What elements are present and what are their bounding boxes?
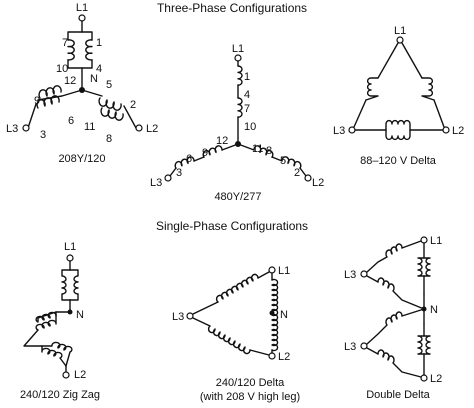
label-l2: L2 (278, 351, 290, 363)
terminal-l2[interactable] (420, 374, 428, 382)
terminal-l3-lower[interactable] (360, 342, 368, 350)
terminal-l3[interactable] (22, 124, 30, 132)
label-10: 10 (56, 63, 68, 75)
terminal-l3[interactable] (348, 126, 356, 134)
label-l3: L3 (6, 123, 18, 135)
label-l3: L3 (150, 177, 162, 189)
label-12: 12 (216, 135, 228, 147)
label-7: 7 (62, 37, 68, 49)
label-2: 2 (294, 167, 300, 179)
label-6: 6 (68, 115, 74, 127)
label-2: 2 (130, 99, 136, 111)
terminal-l1[interactable] (420, 236, 428, 244)
terminal-l2[interactable] (442, 126, 450, 134)
coil-upper (67, 39, 75, 61)
terminal-l1[interactable] (268, 266, 276, 274)
wye-208-diagram: L1 7 1 10 4 12 N 5 9 2 6 11 3 8 L3 L2 20… (6, 2, 158, 165)
label-11: 11 (84, 121, 95, 133)
terminal-l3-upper[interactable] (360, 270, 368, 278)
terminal-l2[interactable] (62, 371, 70, 379)
label-l3-upper: L3 (344, 269, 356, 281)
zigzag-diagram: L1 N L2 240/120 Zig Zag (20, 241, 100, 401)
label-12: 12 (64, 75, 76, 87)
caption-208y120: 208Y/120 (58, 153, 105, 165)
label-n: N (280, 309, 288, 321)
label-5: 5 (106, 79, 112, 91)
label-10: 10 (244, 121, 256, 133)
caption-delta-88-120: 88–120 V Delta (360, 155, 437, 167)
label-l2: L2 (74, 369, 86, 381)
label-l1: L1 (76, 2, 88, 14)
neutral-point (67, 309, 73, 315)
label-4: 4 (96, 63, 102, 75)
label-n: N (76, 309, 84, 321)
label-7: 7 (244, 103, 250, 115)
terminal-l1[interactable] (66, 254, 74, 262)
label-l1: L1 (394, 25, 406, 37)
label-l1: L1 (64, 241, 76, 253)
single-phase-title: Single-Phase Configurations (156, 219, 308, 233)
label-8: 8 (266, 145, 272, 157)
terminal-l2[interactable] (304, 174, 312, 182)
label-3: 3 (40, 129, 46, 141)
label-5: 5 (280, 155, 286, 167)
label-l2: L2 (146, 123, 158, 135)
terminal-l1[interactable] (396, 36, 404, 44)
label-l1: L1 (232, 43, 244, 55)
label-8: 8 (106, 133, 112, 145)
label-l3-lower: L3 (344, 341, 356, 353)
label-11: 11 (252, 143, 263, 155)
caption-480y277: 480Y/277 (214, 191, 261, 203)
terminal-l3[interactable] (164, 174, 172, 182)
label-l2: L2 (430, 373, 442, 385)
label-l3: L3 (333, 125, 345, 137)
label-l2: L2 (312, 177, 324, 189)
label-1: 1 (96, 37, 102, 49)
terminal-l2[interactable] (268, 352, 276, 360)
label-l1: L1 (278, 265, 290, 277)
terminal-l1[interactable] (234, 54, 242, 62)
label-n: N (90, 73, 98, 85)
caption-delta-240-note: (with 208 V high leg) (200, 391, 300, 403)
label-1: 1 (244, 71, 250, 83)
label-l3: L3 (172, 311, 184, 323)
label-6: 6 (186, 153, 192, 165)
delta-240-diagram: L1 L3 N L2 240/120 Delta (with 208 V hig… (172, 265, 300, 403)
terminal-l2[interactable] (135, 124, 143, 132)
label-9: 9 (202, 147, 208, 159)
caption-delta-240: 240/120 Delta (216, 377, 285, 389)
wye-480-diagram: L1 1 4 7 10 12 11 9 8 6 5 3 2 L3 L2 480Y… (150, 43, 324, 203)
label-9: 9 (34, 95, 40, 107)
label-l1: L1 (430, 235, 442, 247)
caption-double-delta: Double Delta (366, 389, 430, 401)
terminal-l3[interactable] (186, 312, 194, 320)
label-l2: L2 (452, 125, 464, 137)
label-4: 4 (244, 89, 250, 101)
caption-zigzag: 240/120 Zig Zag (20, 389, 100, 401)
label-3: 3 (176, 167, 182, 179)
terminal-l1[interactable] (78, 14, 86, 22)
three-phase-title: Three-Phase Configurations (157, 1, 307, 15)
double-delta-diagram: L1 L3 N L3 L2 Double Delta (344, 235, 442, 401)
label-n: N (430, 304, 438, 316)
delta-88-diagram: L1 L3 L2 88–120 V Delta (333, 25, 464, 167)
